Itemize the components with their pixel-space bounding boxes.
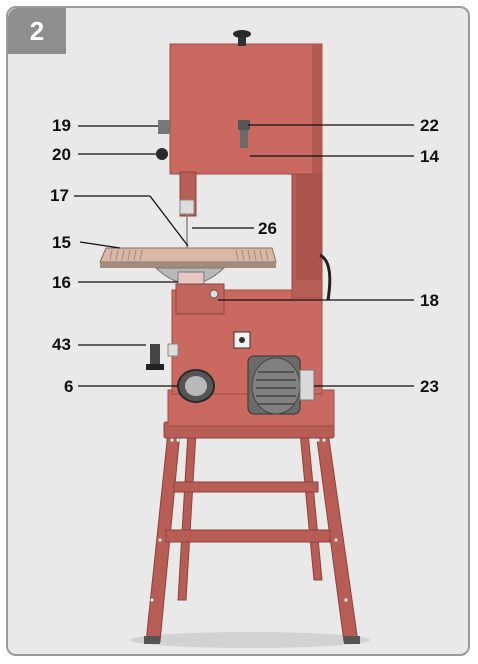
table-edge <box>100 262 276 268</box>
callout-17: 17 <box>50 186 69 205</box>
tilt-scale <box>177 271 205 285</box>
upper-wheel-housing <box>169 43 323 175</box>
callout-26: 26 <box>258 219 277 238</box>
callout-6: 6 <box>64 377 74 396</box>
tilt-lock-knob <box>209 289 219 299</box>
figure-number-badge: 2 <box>8 8 66 54</box>
stand-crossbar-lower <box>165 529 331 543</box>
stand-bolts <box>150 438 348 602</box>
stand-leg-rear-left <box>177 431 197 601</box>
callout-16: 16 <box>52 273 71 292</box>
tension-knob-stem <box>238 36 246 46</box>
callout-20: 20 <box>52 145 71 164</box>
guide-lock-lever <box>158 120 170 134</box>
tension-knob <box>233 30 251 38</box>
table-grooves <box>109 249 269 261</box>
stand <box>145 421 359 643</box>
power-cable <box>319 253 332 301</box>
switch-box <box>167 343 179 357</box>
switch-handle <box>150 344 160 368</box>
callout-14: 14 <box>420 147 439 166</box>
callout-18: 18 <box>420 291 439 310</box>
stand-crossbar-upper <box>173 481 319 493</box>
foot-left <box>144 636 160 644</box>
guide-height-knob <box>156 148 168 160</box>
floor-shadow <box>130 632 370 648</box>
motor-end-cap <box>251 357 301 415</box>
callout-23: 23 <box>420 377 439 396</box>
dust-port-opening <box>185 376 207 396</box>
callout-15: 15 <box>52 233 71 252</box>
callout-19: 19 <box>52 116 71 135</box>
leader-15 <box>79 241 121 249</box>
switch-lever <box>146 364 164 370</box>
motor-fins <box>256 371 296 405</box>
column-shadow <box>296 170 322 280</box>
upper-blade-guide <box>179 199 195 215</box>
foot-right <box>344 636 360 644</box>
motor-capacitor <box>299 369 315 401</box>
door-lock-14 <box>240 130 248 148</box>
leader-lines <box>74 124 414 387</box>
lower-guide-bracket <box>175 283 225 315</box>
upper-housing-side <box>312 44 322 174</box>
door-lock-22 <box>238 120 250 130</box>
callout-43: 43 <box>52 335 71 354</box>
callout-22: 22 <box>420 116 439 135</box>
